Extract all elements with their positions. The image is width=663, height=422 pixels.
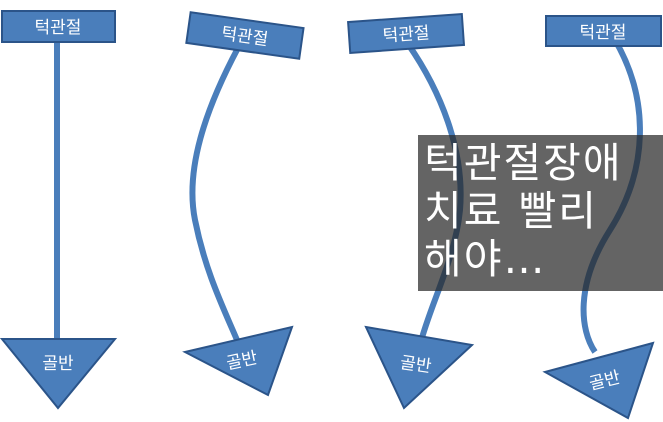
- jaw-box-2: [185, 11, 305, 60]
- pelvis-triangle-4: [542, 341, 655, 420]
- jaw-label-1: 턱관절: [35, 18, 82, 38]
- pelvis-label-3: 골반: [399, 353, 433, 377]
- spine-line-2: [189, 46, 241, 342]
- caption-line-1: 턱관절장애: [424, 139, 623, 187]
- pelvis-triangle-1: [0, 338, 118, 410]
- pelvis-triangle-3: [364, 325, 475, 410]
- jaw-label-4: 턱관절: [580, 23, 627, 43]
- caption-overlay: 턱관절장애 치료 빨리 해야…: [418, 135, 663, 291]
- jaw-box-3: [347, 12, 466, 55]
- caption-line-2: 치료 빨리: [424, 187, 598, 235]
- jaw-box-1: [1, 10, 116, 43]
- jaw-box-4: [545, 15, 662, 47]
- pelvis-triangle-2: [182, 325, 294, 397]
- figure-2: 턱관절 골반: [182, 11, 305, 397]
- figure-3: 턱관절 골반: [347, 12, 475, 410]
- figure-1: 턱관절 골반: [0, 10, 118, 410]
- jaw-label-3: 턱관절: [382, 23, 430, 46]
- pelvis-label-1: 골반: [42, 354, 74, 374]
- caption-line-3: 해야…: [424, 235, 547, 283]
